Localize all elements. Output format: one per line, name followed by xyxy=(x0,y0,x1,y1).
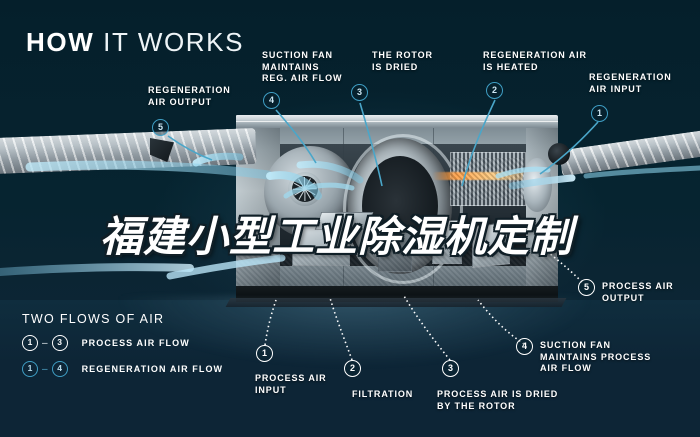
label-process-air-output: PROCESS AIR OUTPUT xyxy=(602,281,674,304)
rotor-rim xyxy=(343,134,463,284)
motor-assembly xyxy=(378,232,412,272)
label-regeneration-air-output: REGENERATION AIR OUTPUT xyxy=(148,85,231,108)
legend-row-process-air-flow: 1 – 3 PROCESS AIR FLOW xyxy=(22,335,223,351)
label-line: IS HEATED xyxy=(483,61,539,72)
label-filtration: FILTRATION xyxy=(352,389,413,401)
legend-circle-4-blue: 4 xyxy=(51,361,68,377)
badge-2-process[interactable]: 2 xyxy=(344,360,361,377)
label-line: IS DRIED xyxy=(372,61,419,72)
machine-base-edge xyxy=(225,298,567,307)
label-line: SUCTION FAN xyxy=(262,50,333,60)
badge-3-process[interactable]: 3 xyxy=(442,360,459,377)
legend-circle-3-white: 3 xyxy=(51,335,68,351)
label-process-air-dried: PROCESS AIR IS DRIED BY THE ROTOR xyxy=(437,389,558,412)
label-line: MAINTAINS xyxy=(262,61,320,72)
label-suction-fan-regeneration: SUCTION FAN MAINTAINS REG. AIR FLOW xyxy=(262,50,342,85)
label-regeneration-air-heated: REGENERATION AIR IS HEATED xyxy=(483,50,587,73)
machine-top-band xyxy=(236,115,558,128)
legend-circle-1-white: 1 xyxy=(22,335,38,351)
page-title: HOW IT WORKS xyxy=(26,27,244,58)
legend-title: TWO FLOWS OF AIR xyxy=(22,312,165,326)
label-line: REGENERATION xyxy=(148,85,231,95)
label-line: BY THE ROTOR xyxy=(437,400,516,411)
label-line: AIR INPUT xyxy=(589,83,643,94)
flow-process-out-lower xyxy=(0,263,194,276)
label-line: REGENERATION AIR xyxy=(483,50,587,60)
badge-1-regeneration[interactable]: 1 xyxy=(591,105,608,122)
page-title-bold: HOW xyxy=(26,27,95,57)
service-panel xyxy=(432,220,462,264)
watermark-text: 福建小型工业除湿机定制 xyxy=(100,213,574,260)
badge-4-regeneration[interactable]: 4 xyxy=(263,92,280,109)
base-shadow-mesh xyxy=(236,248,558,286)
duct-left-spiral xyxy=(0,127,257,175)
label-rotor-is-dried: THE ROTOR IS DRIED xyxy=(372,50,433,73)
badge-2-regeneration[interactable]: 2 xyxy=(486,82,503,99)
label-line: PROCESS AIR xyxy=(255,373,327,383)
heater-mesh-grille xyxy=(450,158,524,200)
badge-1-process[interactable]: 1 xyxy=(256,345,273,362)
label-regeneration-air-input: REGENERATION AIR INPUT xyxy=(589,72,672,95)
legend-row-regeneration-air-flow: 1 – 4 REGENERATION AIR FLOW xyxy=(22,361,223,377)
label-line: INPUT xyxy=(255,384,287,395)
label-line: PROCESS AIR IS DRIED xyxy=(437,389,559,399)
duct-right-spiral xyxy=(558,129,700,177)
badge-5-process[interactable]: 5 xyxy=(578,279,595,296)
label-line: AIR OUTPUT xyxy=(148,96,212,107)
label-line: REG. AIR FLOW xyxy=(262,73,343,83)
legend-dash-blue: – xyxy=(42,363,48,375)
legend-circle-1-blue: 1 xyxy=(22,361,38,377)
label-line: OUTPUT xyxy=(602,292,645,303)
badge-5-regeneration[interactable]: 5 xyxy=(152,119,169,136)
label-line: FILTRATION xyxy=(352,389,414,399)
label-process-air-input: PROCESS AIR INPUT xyxy=(255,373,327,396)
duct-right-cap xyxy=(548,143,570,165)
label-line: PROCESS AIR xyxy=(602,281,674,291)
label-line: SUCTION FAN xyxy=(540,340,611,350)
legend-label-process-air-flow: PROCESS AIR FLOW xyxy=(81,338,190,348)
legend-label-regeneration-air-flow: REGENERATION AIR FLOW xyxy=(81,364,224,374)
page-title-light: IT WORKS xyxy=(103,27,245,57)
label-line: THE ROTOR xyxy=(372,50,433,60)
label-line: MAINTAINS PROCESS xyxy=(540,351,652,362)
badge-3-regeneration[interactable]: 3 xyxy=(351,84,368,101)
legend: TWO FLOWS OF AIR 1 – 3 PROCESS AIR FLOW … xyxy=(22,312,223,387)
label-line: REGENERATION xyxy=(589,72,672,82)
fan-blades-icon xyxy=(292,176,318,202)
label-suction-fan-process: SUCTION FAN MAINTAINS PROCESS AIR FLOW xyxy=(540,340,651,375)
label-line: AIR FLOW xyxy=(540,363,592,373)
badge-4-process[interactable]: 4 xyxy=(516,338,533,355)
legend-dash-white: – xyxy=(42,337,48,349)
